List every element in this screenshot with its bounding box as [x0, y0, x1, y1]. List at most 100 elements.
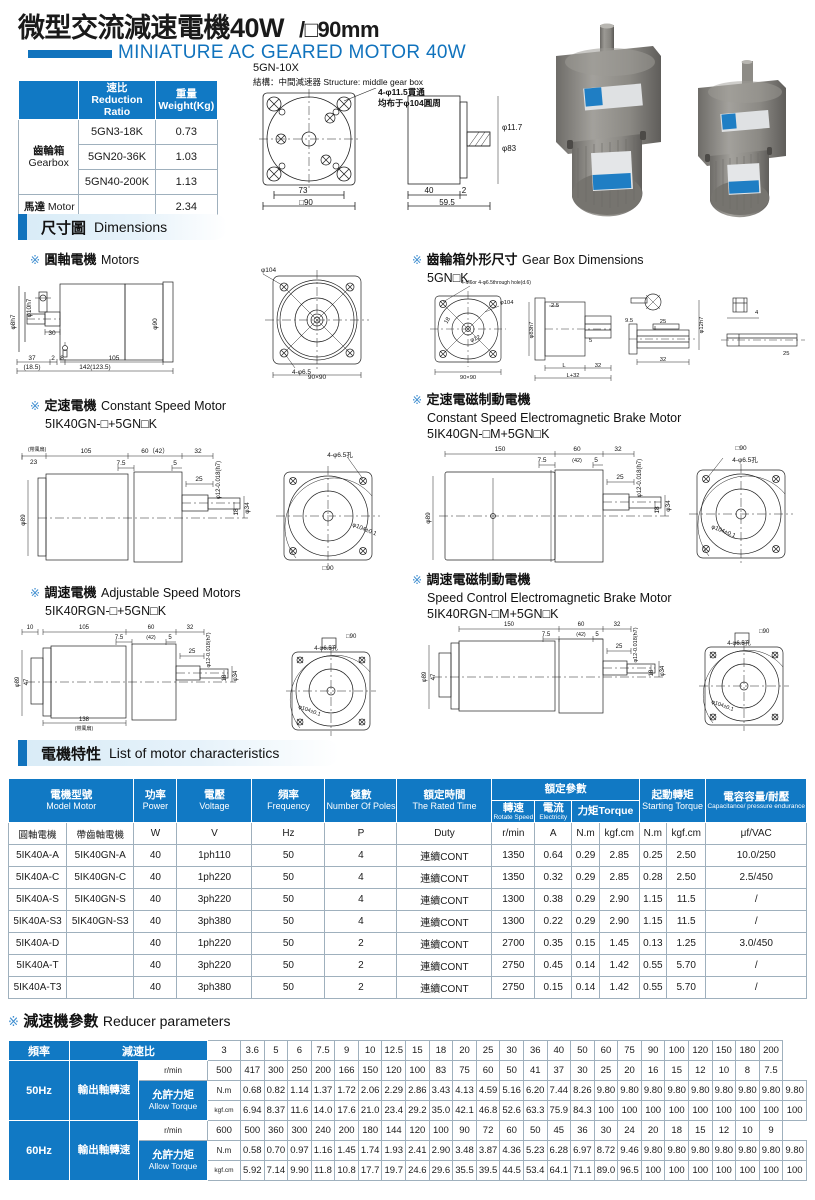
col-header-capacitance: 電容容量/耐壓 Capacitance/ pressure endurance	[705, 778, 807, 823]
cell-value: 9.80	[593, 1080, 619, 1101]
col-header-ratio-value: 9	[334, 1040, 359, 1061]
cell-value: 39.5	[475, 1160, 501, 1181]
fig-constant-brake: 150 60 32 7.5 (42) 5 25 φ12-0.018(h7) 18…	[415, 438, 810, 570]
cell-value: 17.6	[334, 1100, 359, 1121]
cell-model-round: 5IK40A-A	[7, 844, 68, 867]
cell-value: 11.6	[287, 1100, 312, 1121]
dim-32: 32	[595, 363, 601, 369]
param-label-en: Allow Torque	[148, 1100, 198, 1111]
freq-group-label: 60Hz	[8, 1120, 70, 1181]
cell-duty: 連續CONT	[396, 976, 493, 999]
cell-value: 84.3	[570, 1100, 595, 1121]
cell-value: 1.74	[357, 1140, 383, 1161]
col-header-ratio-value: 40	[546, 1040, 572, 1061]
param-label-cn: 允許力矩	[152, 1089, 194, 1102]
torque-cn: 力矩Torque	[577, 805, 634, 818]
cell-value: 100	[593, 1100, 619, 1121]
cell-model-round: 5IK40A-T	[7, 954, 68, 977]
cell-voltage: 1ph220	[176, 866, 253, 889]
cell-model-round: 5IK40A-S	[7, 888, 68, 911]
title-accent-bar	[28, 50, 112, 58]
cell-value: 35.0	[428, 1100, 454, 1121]
cell-value: 100	[664, 1160, 689, 1181]
dim-18: 18	[654, 506, 661, 514]
col-header-model: 電機型號 Model Motor	[7, 778, 135, 823]
cell-value: 8.37	[263, 1100, 289, 1121]
cell-power: 40	[133, 866, 178, 889]
subhead-motors: ※ 圓軸電機 Motors	[30, 250, 139, 270]
dim-30: 30	[48, 330, 56, 337]
cell-poles: 2	[324, 976, 398, 999]
subhead-gearbox-code: 5GN□K	[427, 271, 469, 286]
cell-value: 9.46	[617, 1140, 642, 1161]
subhead-motors-en: Motors	[100, 253, 140, 267]
cell-value: 8.72	[593, 1140, 619, 1161]
param-unit: N.m	[207, 1140, 241, 1161]
table-header-row: 電機型號 Model Motor 功率 Power 電壓 Voltage 頻率 …	[7, 778, 807, 823]
cell-value: 3.43	[428, 1080, 454, 1101]
cell-model-geared	[66, 932, 135, 955]
cell-nm: 0.29	[571, 866, 600, 889]
dim-fan: (帶風扇)	[28, 446, 47, 453]
cell-current: 0.35	[534, 932, 573, 955]
cell-value: 417	[240, 1060, 265, 1081]
dim-42: (42)	[146, 635, 156, 641]
dim-phi104: φ104±0.1	[297, 704, 321, 718]
col-header-ratio-value: 3	[207, 1040, 241, 1061]
cell-value: 600	[207, 1120, 241, 1141]
bullet-icon: ※	[30, 253, 41, 267]
cell-value: 100	[782, 1160, 807, 1181]
section-title-cn: 尺寸圖	[41, 219, 87, 237]
cell-value: 2.86	[405, 1080, 430, 1101]
cell-value: 11.8	[310, 1160, 336, 1181]
cell-value: 18	[664, 1120, 689, 1141]
param-unit: r/min	[138, 1120, 208, 1141]
cell-freq: 50	[251, 976, 326, 999]
col-header-ratio-value: 20	[452, 1040, 477, 1061]
cell-start-nm: 1.15	[638, 910, 667, 933]
subhead-reducer: ※ 減速機參數 Reducer parameters	[8, 1012, 230, 1032]
dim-5: 5	[589, 338, 592, 344]
cell-value: 71.1	[570, 1160, 595, 1181]
cell-value: 5.16	[499, 1080, 524, 1101]
col-header-ratio-value: 30	[499, 1040, 524, 1061]
cell-cap: 2.5/450	[705, 866, 807, 889]
unit-duty: Duty	[396, 822, 493, 845]
col-header-ratio-value: 25	[475, 1040, 501, 1061]
col-header-ratio-value: 75	[617, 1040, 642, 1061]
dim-phi104: φ104	[261, 267, 276, 274]
unit-round-shaft: 圓軸電機	[7, 822, 68, 845]
cell-value: 21.0	[357, 1100, 383, 1121]
dim-18: 18	[233, 508, 240, 516]
fig-motor-side: 30 37 (18.5) 2 8 105 142(123.5) φ8h7 φ10…	[5, 272, 220, 377]
dim-phi89: φ89	[425, 512, 432, 524]
cell-value: 4.36	[499, 1140, 524, 1161]
cell-value: 10.8	[334, 1160, 359, 1181]
cell-freq: 50	[251, 932, 326, 955]
poles-cn: 極數	[350, 789, 372, 802]
cell-value: 41	[522, 1060, 548, 1081]
weight-header-en: Weight(Kg)	[158, 100, 215, 113]
col-header-ratio: 減速比	[69, 1040, 208, 1061]
col-header-torque: 力矩Torque	[571, 800, 640, 823]
current-en: Electricity	[539, 813, 568, 821]
cell-value: 100	[711, 1160, 737, 1181]
cell-current: 0.45	[534, 954, 573, 977]
cell-value: 6.94	[240, 1100, 265, 1121]
subhead-constant-code: 5IK40GN-□+5GN□K	[45, 417, 158, 432]
cell-duty: 連續CONT	[396, 932, 493, 955]
dim-phi89: φ89	[20, 514, 27, 526]
subhead-adjustable-cn: 調速電機	[44, 585, 97, 600]
cell-model-geared: 5IK40GN-S3	[66, 910, 135, 933]
dim-gearbox-note: 4-M6or 4-φ6.5through hole(d.6)	[461, 280, 531, 286]
dim-75: 7.5	[537, 457, 546, 464]
cell-duty: 連續CONT	[396, 954, 493, 977]
subhead-gearbox-en: Gear Box Dimensions	[521, 253, 644, 267]
cell-value: 9.80	[687, 1140, 713, 1161]
unit-p: P	[324, 822, 398, 845]
cell-value: 37	[546, 1060, 572, 1081]
section-accent	[18, 740, 27, 766]
